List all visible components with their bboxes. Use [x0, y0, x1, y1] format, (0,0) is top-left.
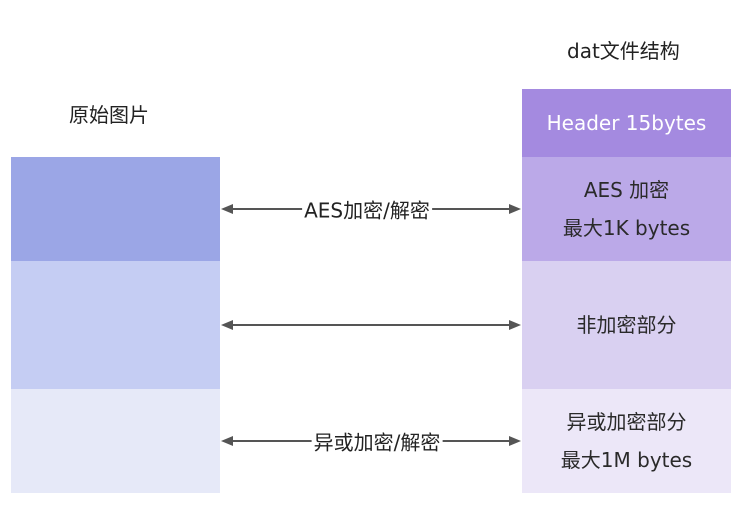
arrow-aes-label: AES加密/解密 — [302, 194, 432, 224]
original-block-xor — [11, 389, 220, 493]
dat-xor-label: 异或加密部分 — [566, 410, 687, 434]
original-block-plain — [11, 261, 220, 389]
left-title: 原始图片 — [69, 103, 149, 127]
dat-xor-block: 异或加密部分 最大1M bytes — [522, 389, 731, 493]
dat-header-label: Header 15bytes — [546, 111, 707, 135]
dat-aes-size-label: 最大1K bytes — [562, 216, 691, 240]
arrow-xor-label: 异或加密/解密 — [311, 426, 443, 456]
dat-header-block: Header 15bytes — [522, 89, 731, 157]
original-block-aes — [11, 157, 220, 261]
dat-plain-block: 非加密部分 — [522, 261, 731, 389]
right-title: dat文件结构 — [567, 39, 680, 63]
arrow-plain — [221, 320, 521, 330]
dat-plain-label: 非加密部分 — [576, 313, 677, 337]
dat-xor-size-label: 最大1M bytes — [560, 448, 693, 472]
dat-aes-block: AES 加密 最大1K bytes — [522, 157, 731, 261]
dat-aes-label: AES 加密 — [583, 178, 670, 202]
